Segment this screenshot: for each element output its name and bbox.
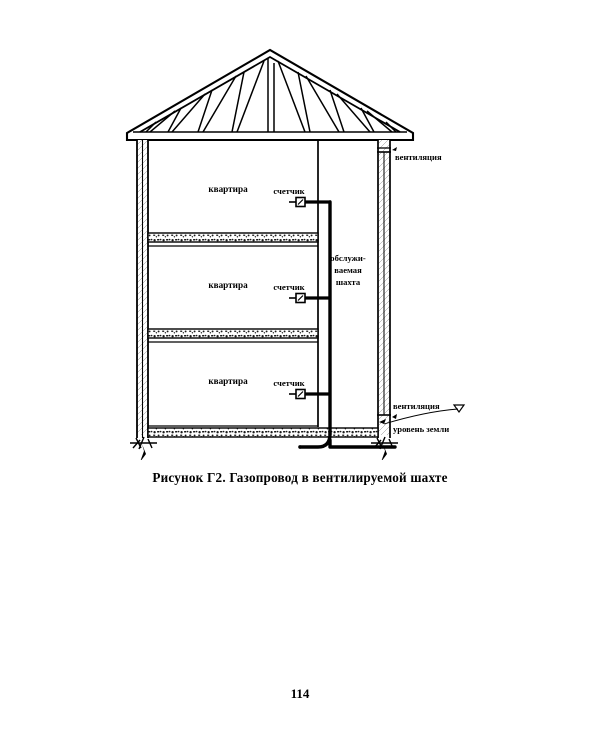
roof-inner-chord <box>139 55 401 133</box>
label-apartment-floor2: квартира <box>208 280 248 290</box>
label-meter-floor2: счетчик <box>273 282 304 292</box>
truss-web-l3 <box>171 93 206 133</box>
truss-web-r3b <box>360 107 375 133</box>
label-shaft-line2: ваемая <box>334 265 362 275</box>
floor-slab-middle <box>147 328 319 343</box>
ground-level-marker <box>379 404 466 425</box>
meter-icon-floor2 <box>289 292 306 304</box>
foundation-left-icon <box>130 436 157 460</box>
figure-caption: Рисунок Г2. Газопровод в вентилируемой ш… <box>152 470 448 485</box>
vent-bottom-arrow-icon <box>392 414 397 419</box>
label-apartment-floor1: квартира <box>208 376 248 386</box>
gas-pipe-elbow-left <box>298 432 332 449</box>
truss-web-r4 <box>366 110 393 133</box>
label-meter-floor1: счетчик <box>273 378 304 388</box>
foundation-marks <box>130 436 398 460</box>
figure-diagram: квартира квартира квартира счетчик счетч… <box>0 30 600 460</box>
label-shaft-line3: шахта <box>336 277 361 287</box>
truss-web-l4b <box>145 121 157 133</box>
ground-level-tick-icon <box>379 419 386 424</box>
label-apartment-floor3: квартира <box>208 184 248 194</box>
truss-web-l1 <box>236 60 265 133</box>
meter-icon-floor3 <box>289 196 306 208</box>
truss-web-r3 <box>336 93 371 133</box>
slab-middle-body <box>147 328 319 339</box>
truss-web-l2 <box>202 75 237 133</box>
truss-web-r1 <box>277 60 306 133</box>
floor-slabs <box>147 232 379 438</box>
floor-slab-ground <box>147 425 379 438</box>
slab-upper-body <box>147 232 319 243</box>
truss-web-l1b <box>231 71 245 133</box>
truss-web-r2 <box>305 75 340 133</box>
label-meter-floor3: счетчик <box>273 186 304 196</box>
page-number: 114 <box>290 686 310 701</box>
label-shaft-line1: обслужи- <box>330 253 366 263</box>
label-ventilation-top: вентиляция <box>395 152 442 162</box>
gas-pipe-outlet-right <box>328 438 397 449</box>
truss-web-l3b <box>167 107 182 133</box>
gas-meters <box>289 196 306 400</box>
ground-level-triangle-icon <box>452 404 466 414</box>
roof-truss <box>125 48 415 142</box>
label-ground-level: уровень земли <box>393 424 449 434</box>
label-ventilation-bottom: вентиляция <box>393 401 440 411</box>
roof-outline <box>125 48 415 142</box>
meter-icon-floor1 <box>289 388 306 400</box>
truss-web-r1b <box>297 71 311 133</box>
floor-slab-upper <box>147 232 319 247</box>
right-wall-vent-duct <box>377 140 397 438</box>
truss-web-r4b <box>385 121 397 133</box>
left-exterior-wall <box>136 140 149 438</box>
vent-top-arrow-icon <box>392 147 397 151</box>
slab-ground-body <box>147 427 379 438</box>
gas-branch-stubs <box>303 200 331 396</box>
truss-web-l4 <box>149 110 176 133</box>
foundation-right-icon <box>371 436 398 460</box>
truss-web-l2b <box>197 89 213 133</box>
ground-level-leader-line <box>383 408 459 425</box>
truss-web-r2b <box>329 89 345 133</box>
building-section-drawing: квартира квартира квартира счетчик счетч… <box>0 30 600 460</box>
